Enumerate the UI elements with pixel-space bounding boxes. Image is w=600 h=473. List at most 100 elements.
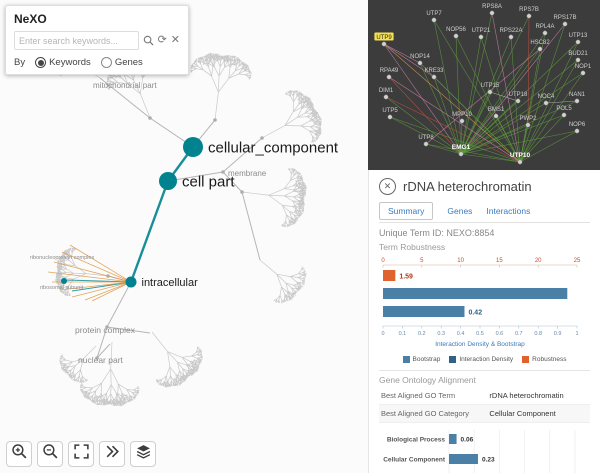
fit-to-screen-button[interactable]	[68, 441, 94, 467]
gene-label[interactable]: RPS17B	[553, 15, 576, 21]
gene-node[interactable]	[562, 21, 568, 27]
selected-term-node[interactable]	[61, 278, 67, 284]
tree-junction-node[interactable]	[240, 190, 244, 194]
gene-node[interactable]	[489, 10, 495, 16]
tree-node-label[interactable]: intracellular	[142, 277, 199, 289]
tree-node-label[interactable]: ribonucleoprotein complex	[30, 255, 94, 261]
gene-label[interactable]: RPS22A	[499, 28, 522, 34]
gene-label[interactable]: KRE33	[424, 68, 444, 74]
search-icon[interactable]	[143, 35, 154, 46]
gene-node[interactable]	[386, 74, 392, 80]
layers-button[interactable]	[130, 441, 156, 467]
tree-junction-node[interactable]	[95, 356, 99, 360]
tree-node-label[interactable]: protein complex	[75, 325, 136, 335]
gene-node[interactable]	[574, 128, 580, 134]
gene-label[interactable]: PWP2	[519, 116, 537, 122]
gene-node[interactable]	[580, 70, 586, 76]
tree-node-label[interactable]: mitochondrial part	[93, 81, 157, 90]
gene-label[interactable]: UTP7	[426, 11, 442, 17]
gene-node[interactable]	[574, 98, 580, 104]
gene-label[interactable]: RPS8A	[482, 4, 502, 10]
tree-junction-node[interactable]	[260, 136, 264, 140]
tree-node-label[interactable]: ribosomal subunit	[40, 285, 84, 291]
gene-network-panel[interactable]: UTP9 UTP7 RPS8A RPS7B RPS17B NOP56 UTP21 RPS22A…	[368, 0, 600, 170]
gene-node[interactable]	[383, 94, 389, 100]
gene-node[interactable]	[458, 151, 464, 157]
gene-label[interactable]: HSC82	[530, 40, 550, 46]
gene-label[interactable]: UTP9	[376, 35, 392, 41]
tree-junction-node[interactable]	[148, 116, 152, 120]
tree-junction-node[interactable]	[213, 118, 217, 122]
clear-icon[interactable]: ✕	[170, 34, 180, 46]
reset-icon[interactable]: ⟳	[157, 34, 167, 46]
gene-node[interactable]	[515, 98, 521, 104]
gene-label[interactable]: POL5	[556, 106, 572, 112]
tab-interactions[interactable]: Interactions	[486, 206, 531, 216]
gene-label[interactable]: UTP13	[569, 33, 588, 39]
radio-keywords-dot[interactable]	[35, 57, 47, 68]
gene-label[interactable]: EMG1	[452, 144, 471, 151]
tree-node[interactable]	[183, 137, 203, 157]
gene-node[interactable]	[487, 89, 493, 95]
zoom-out-button[interactable]	[37, 441, 63, 467]
gene-node[interactable]	[542, 30, 548, 36]
tree-junction-node[interactable]	[105, 325, 109, 329]
gene-node[interactable]	[526, 13, 532, 19]
gene-node[interactable]	[525, 122, 531, 128]
gene-label[interactable]: NOP14	[410, 54, 430, 60]
gene-network-canvas[interactable]: UTP9 UTP7 RPS8A RPS7B RPS17B NOP56 UTP21 RPS22A…	[368, 0, 600, 170]
gene-label[interactable]: NAN1	[569, 92, 586, 98]
gene-node[interactable]	[387, 114, 393, 120]
gene-label[interactable]: NOP56	[446, 27, 466, 33]
gene-node[interactable]	[478, 34, 484, 40]
tree-junction-node[interactable]	[221, 170, 225, 174]
tree-node[interactable]	[159, 172, 177, 190]
gene-label[interactable]: UTP8	[418, 135, 434, 141]
gene-label[interactable]: RPS7B	[519, 7, 539, 13]
gene-label[interactable]: UTP18	[509, 92, 528, 98]
gene-node[interactable]	[493, 113, 499, 119]
tab-summary[interactable]: Summary	[379, 202, 434, 220]
gene-label[interactable]: NOP6	[569, 122, 586, 128]
tree-node[interactable]	[125, 276, 137, 288]
gene-node[interactable]	[575, 39, 581, 45]
gene-node[interactable]	[431, 74, 437, 80]
search-input[interactable]	[14, 31, 139, 50]
gene-node[interactable]	[517, 159, 523, 165]
gene-node[interactable]	[453, 33, 459, 39]
gene-node[interactable]	[561, 112, 567, 118]
tree-node-label[interactable]: nuclear part	[78, 355, 124, 365]
radio-genes-dot[interactable]	[100, 57, 112, 68]
gene-label[interactable]: UTP10	[510, 152, 531, 159]
gene-node[interactable]	[381, 41, 387, 47]
tab-genes[interactable]: Genes	[447, 206, 473, 216]
close-icon[interactable]: ✕	[379, 177, 396, 195]
gene-label[interactable]: RPL4A	[535, 24, 554, 30]
gene-label[interactable]: BUD21	[568, 51, 588, 57]
gene-node[interactable]	[459, 118, 465, 124]
gene-label[interactable]: DIM1	[379, 88, 394, 94]
gene-node[interactable]	[508, 34, 514, 40]
gene-node[interactable]	[575, 57, 581, 63]
gene-label[interactable]: UTP5	[382, 108, 398, 114]
gene-node[interactable]	[431, 17, 437, 23]
gene-node[interactable]	[423, 141, 429, 147]
tree-node-label[interactable]: cellular_component	[208, 139, 339, 156]
gene-node[interactable]	[543, 100, 549, 106]
radio-genes[interactable]: Genes	[100, 57, 143, 68]
zoom-in-button[interactable]	[6, 441, 32, 467]
gene-label[interactable]: UTP15	[481, 83, 500, 89]
tree-node-label[interactable]: cell part	[182, 173, 235, 190]
gene-label[interactable]: NOC4	[538, 94, 555, 100]
radio-keywords[interactable]: Keywords	[35, 57, 91, 68]
gene-label[interactable]: BMS1	[488, 107, 505, 113]
expand-button[interactable]	[99, 441, 125, 467]
gene-label[interactable]: UTP21	[472, 28, 491, 34]
tree-node-label[interactable]: membrane	[228, 169, 267, 178]
gene-label[interactable]: NOP1	[575, 64, 592, 70]
tree-junction-node[interactable]	[106, 274, 110, 278]
gene-node[interactable]	[537, 46, 543, 52]
gene-node[interactable]	[417, 60, 423, 66]
gene-label[interactable]: MPP10	[452, 112, 472, 118]
